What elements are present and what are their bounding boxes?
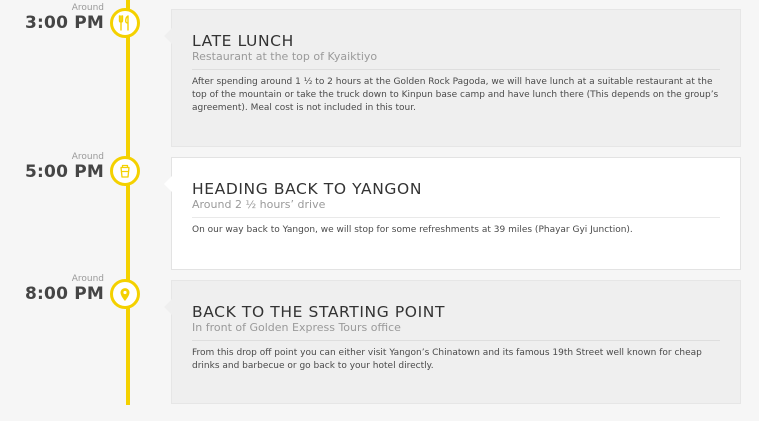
- timeline-time-3: Around 8:00 PM: [0, 274, 104, 304]
- card-body: From this drop off point you can either …: [192, 348, 702, 371]
- coffee-cup-icon: [110, 156, 140, 186]
- time-label: 8:00 PM: [25, 284, 104, 304]
- card-title: LATE LUNCH: [192, 32, 294, 50]
- card-title: BACK TO THE STARTING POINT: [192, 303, 446, 321]
- timeline-time-2: Around 5:00 PM: [0, 152, 104, 182]
- time-label: 3:00 PM: [25, 13, 104, 33]
- location-pin-icon: [110, 279, 140, 309]
- timeline-card-heading-back: HEADING BACK TO YANGON Around 2 ½ hours’…: [164, 157, 741, 270]
- card-subtitle: Around 2 ½ hours’ drive: [192, 198, 720, 218]
- around-label: Around: [71, 3, 104, 13]
- card-title: HEADING BACK TO YANGON: [192, 180, 423, 198]
- timeline-time-1: Around 3:00 PM: [0, 3, 104, 33]
- around-label: Around: [71, 152, 104, 162]
- timeline-line: [126, 0, 130, 405]
- fork-knife-icon: [110, 8, 140, 38]
- around-label: Around: [71, 274, 104, 284]
- card-subtitle: In front of Golden Express Tours office: [192, 321, 720, 341]
- time-label: 5:00 PM: [25, 162, 104, 182]
- timeline-card-starting-point: BACK TO THE STARTING POINT In front of G…: [164, 280, 741, 404]
- card-subtitle: Restaurant at the top of Kyaiktiyo: [192, 50, 720, 70]
- timeline-card-late-lunch: LATE LUNCH Restaurant at the top of Kyai…: [164, 9, 741, 147]
- card-body: After spending around 1 ½ to 2 hours at …: [192, 77, 719, 113]
- card-body: On our way back to Yangon, we will stop …: [192, 225, 633, 235]
